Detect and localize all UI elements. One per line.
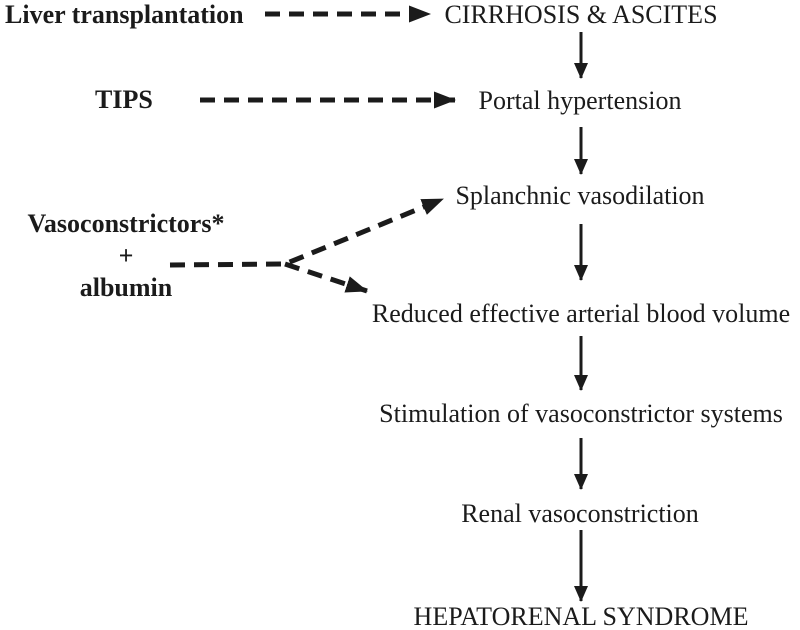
intervention-albumin-label: albumin (79, 273, 173, 302)
intervention-tips: TIPS (95, 85, 153, 114)
node-splanchnic-vasodilation: Splanchnic vasodilation (455, 181, 705, 210)
node-stimulation-of-vasoconstrictor-systems: Stimulation of vasoconstrictor systems (379, 399, 783, 428)
node-cirrhosis-ascites: CIRRHOSIS & ASCITES (444, 0, 718, 29)
plus-sign: + (118, 241, 134, 270)
node-hepatorenal-syndrome: HEPATORENAL SYNDROME (413, 602, 749, 630)
node-reduced-effective-arterial-blood-volume: Reduced effective arterial blood volume (371, 299, 791, 328)
node-renal-vasoconstriction: Renal vasoconstriction (461, 499, 699, 528)
intervention-vasoconstrictors-label: Vasoconstrictors* (27, 209, 225, 238)
dashed-arrow-vasoconstrictors-to-reduced-volume (284, 261, 368, 294)
intervention-liver-transplantation: Liver transplantation (5, 0, 244, 29)
intervention-vasoconstrictors-albumin: Vasoconstrictors* + albumin (28, 208, 225, 304)
node-portal-hypertension: Portal hypertension (478, 86, 682, 115)
